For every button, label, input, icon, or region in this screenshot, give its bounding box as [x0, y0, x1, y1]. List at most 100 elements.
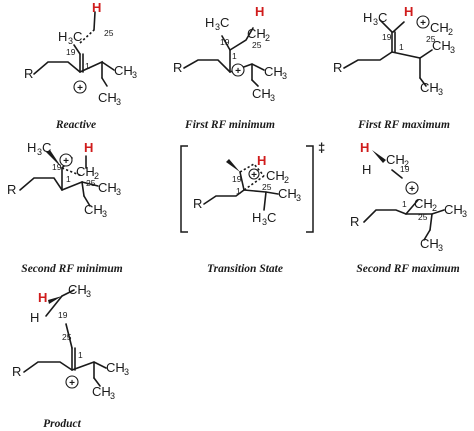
subscript-3: 3	[110, 391, 115, 401]
carbon-number-1: 1	[402, 199, 407, 209]
carbon-number-1: 1	[85, 61, 90, 71]
atom-h: H	[27, 140, 36, 155]
migrating-hydrogen: H	[84, 140, 93, 155]
atom-ch: CH	[264, 64, 283, 79]
atom-c: C	[220, 15, 229, 30]
subscript-2: 2	[448, 27, 453, 37]
migrating-hydrogen: H	[360, 140, 369, 155]
carbon-number-25: 25	[252, 40, 262, 50]
carbon-number-1: 1	[236, 186, 241, 196]
atom-h: H	[30, 310, 39, 325]
structure-transition-state: ‡ + R 19 1 H CH 2 25 CH 3 H 3 C Transiti…	[180, 140, 325, 275]
migrating-hydrogen: H	[255, 4, 264, 19]
carbon-number-25: 25	[104, 28, 114, 38]
structure-first-rf-minimum: + R H 3 C 19 1 H CH 2 25 CH 3 CH 3 First…	[173, 4, 287, 131]
subscript-2: 2	[432, 203, 437, 213]
carbocation-charge: +	[69, 378, 75, 389]
atom-h: H	[58, 29, 67, 44]
atom-ch: CH	[444, 202, 463, 217]
structure-second-rf-maximum: + R H H 19 CH 2 1 CH 2 25 CH 3 CH 3 Seco…	[350, 140, 467, 275]
r-group-label: R	[24, 66, 33, 81]
r-group-label: R	[173, 60, 182, 75]
atom-ch: CH	[386, 152, 405, 167]
caption-second-rf-minimum: Second RF minimum	[21, 263, 122, 275]
migrating-hydrogen: H	[257, 153, 266, 168]
r-group-label: R	[333, 60, 342, 75]
caption-first-rf-minimum: First RF minimum	[184, 119, 275, 131]
atom-h: H	[252, 210, 261, 225]
carbon-number-19: 19	[66, 47, 76, 57]
atom-ch: CH	[278, 186, 297, 201]
atom-ch: CH	[92, 384, 111, 399]
carbon-number-25: 25	[418, 212, 428, 222]
subscript-3: 3	[270, 93, 275, 103]
carbocation-charge: +	[409, 184, 415, 195]
subscript-3: 3	[68, 36, 73, 46]
subscript-3: 3	[86, 289, 91, 299]
subscript-3: 3	[373, 17, 378, 27]
subscript-2: 2	[284, 175, 289, 185]
structure-reactive: + R H 3 C 19 1 25 H CH 3 CH 3 Reactive	[24, 0, 137, 131]
subscript-2: 2	[94, 171, 99, 181]
transition-state-mark: ‡	[318, 140, 325, 155]
carbon-number-19: 19	[52, 162, 62, 172]
atom-ch: CH	[420, 80, 439, 95]
atom-c: C	[267, 210, 276, 225]
carbon-number-19: 19	[58, 310, 68, 320]
atom-ch: CH	[266, 168, 285, 183]
migrating-hydrogen: H	[404, 4, 413, 19]
carbocation-charge: +	[235, 66, 241, 77]
subscript-3: 3	[282, 71, 287, 81]
migrating-hydrogen: H	[38, 290, 47, 305]
structure-product: + R H CH 3 H 19 25 1 CH 3 CH 3 Product	[12, 282, 129, 430]
subscript-3: 3	[215, 22, 220, 32]
atom-ch: CH	[68, 282, 87, 297]
atom-ch: CH	[114, 63, 133, 78]
atom-ch: CH	[247, 26, 266, 41]
atom-h: H	[205, 15, 214, 30]
structure-second-rf-minimum: + R H 3 C 19 1 H CH 2 25 CH 3 CH 3 Secon…	[7, 140, 123, 275]
atom-h: H	[363, 10, 372, 25]
subscript-3: 3	[438, 87, 443, 97]
r-group-label: R	[7, 182, 16, 197]
migrating-hydrogen: H	[92, 0, 101, 15]
subscript-3: 3	[132, 70, 137, 80]
carbocation-charge: +	[77, 83, 83, 94]
atom-ch: CH	[432, 38, 451, 53]
r-group-label: R	[12, 364, 21, 379]
atom-c: C	[378, 10, 387, 25]
carbon-number-25: 25	[62, 332, 72, 342]
caption-product: Product	[43, 418, 82, 430]
atom-h: H	[362, 162, 371, 177]
subscript-3: 3	[262, 217, 267, 227]
subscript-3: 3	[124, 367, 129, 377]
caption-first-rf-maximum: First RF maximum	[357, 119, 450, 131]
atom-ch: CH	[420, 236, 439, 251]
right-bracket	[306, 145, 314, 233]
caption-reactive: Reactive	[55, 119, 96, 131]
subscript-2: 2	[265, 33, 270, 43]
carbon-number-1: 1	[399, 42, 404, 52]
left-bracket	[180, 145, 188, 233]
subscript-3: 3	[116, 97, 121, 107]
caption-transition-state: Transition State	[207, 263, 283, 275]
atom-ch: CH	[430, 20, 449, 35]
carbon-number-19: 19	[220, 37, 230, 47]
subscript-3: 3	[296, 193, 301, 203]
carbon-number-25: 25	[86, 178, 96, 188]
carbon-number-19: 19	[382, 32, 392, 42]
subscript-2: 2	[404, 159, 409, 169]
atom-ch: CH	[98, 90, 117, 105]
caption-second-rf-maximum: Second RF maximum	[356, 263, 459, 275]
atom-c: C	[42, 140, 51, 155]
r-group-label: R	[350, 214, 359, 229]
subscript-3: 3	[450, 45, 455, 55]
carbon-number-19: 19	[400, 164, 410, 174]
subscript-3: 3	[37, 147, 42, 157]
subscript-3: 3	[102, 209, 107, 219]
subscript-3: 3	[462, 209, 467, 219]
carbon-number-1: 1	[78, 350, 83, 360]
carbon-number-19: 19	[232, 174, 242, 184]
subscript-3: 3	[116, 187, 121, 197]
